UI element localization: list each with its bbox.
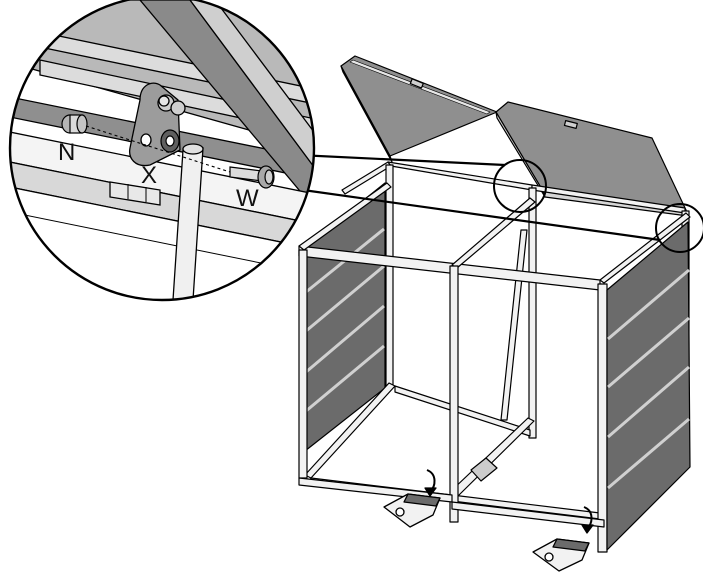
foot-pedal-right: [532, 506, 594, 572]
left-lid: [340, 55, 498, 163]
bolt-part: [229, 165, 275, 189]
leader-line-lower: [302, 188, 661, 242]
magnified-callout: N X W: [8, 0, 316, 302]
assembly-axis: [85, 125, 231, 173]
washer-part: [160, 129, 180, 153]
foot-pedal-icon: [383, 493, 441, 528]
label-x: X: [141, 162, 157, 189]
foot-pedal-left: [383, 469, 441, 528]
top-front-frame: [298, 182, 691, 291]
label-w: W: [236, 185, 259, 212]
leader-line-upper: [297, 153, 506, 167]
hinge-detail-circle-left: [493, 159, 547, 213]
right-side-panel: [606, 221, 691, 551]
nut-part: [61, 114, 88, 134]
hinge-detail-circle-right: [655, 203, 703, 253]
label-n: N: [58, 139, 75, 166]
bin-enclosure: [298, 55, 691, 553]
foot-pedal-icon: [532, 538, 590, 572]
